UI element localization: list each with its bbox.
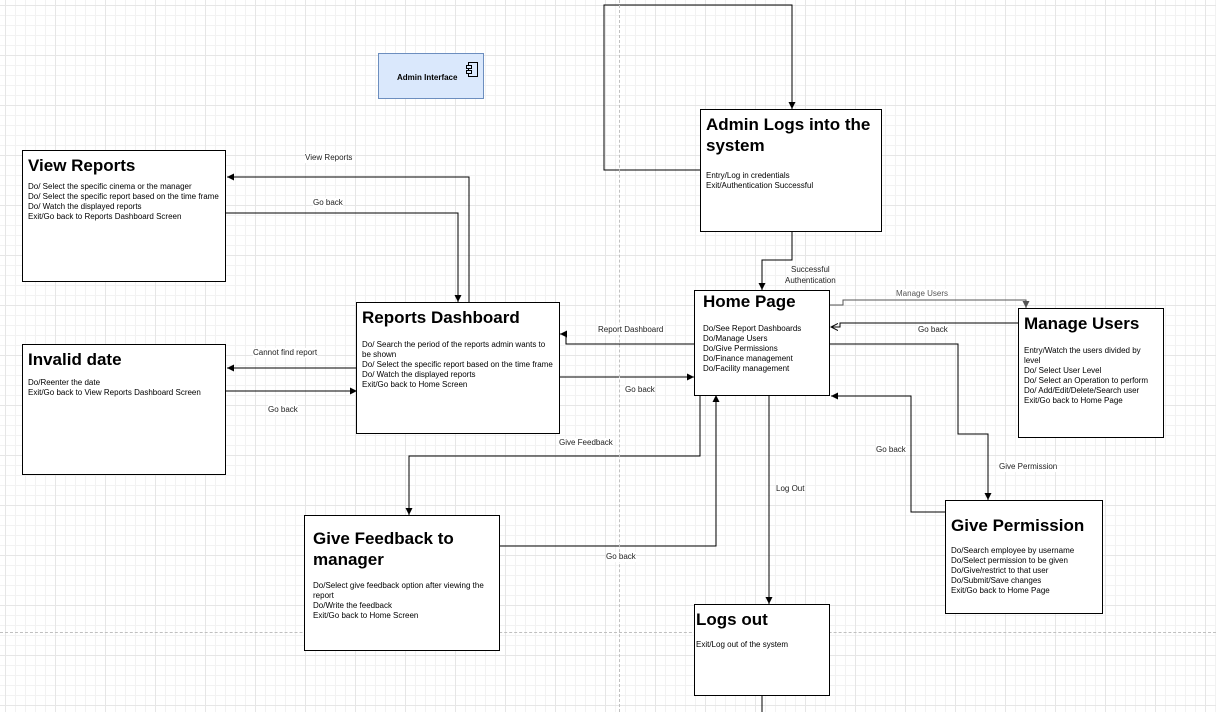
edge-label-manage-users: Manage Users xyxy=(896,289,949,299)
state-line: Entry/Watch the users divided by level xyxy=(1024,346,1141,366)
edge-label-go-back-permission: Go back xyxy=(876,445,906,455)
edge-give-permission xyxy=(830,343,992,500)
component-icon xyxy=(466,62,478,77)
state-line: Do/ Search the period of the reports adm… xyxy=(362,340,546,360)
state-title: Invalid date xyxy=(28,350,122,369)
state-line: Do/Select permission to be given xyxy=(951,556,1068,566)
state-manage-users[interactable]: Manage Users Entry/Watch the users divid… xyxy=(1018,308,1164,438)
edge-go-back-manage xyxy=(831,322,1018,327)
edge-label-authentication: Authentication xyxy=(785,276,836,285)
state-line: Do/ Watch the displayed reports xyxy=(28,202,142,212)
state-title: Reports Dashboard xyxy=(362,308,520,327)
state-reports-dashboard[interactable]: Reports Dashboard Do/ Search the period … xyxy=(356,302,560,434)
edge-label-cannot-find-report: Cannot find report xyxy=(253,348,318,358)
state-title: Logs out xyxy=(696,610,768,629)
state-line: Exit/Log out of the system xyxy=(696,640,789,650)
state-line: Do/ Select the specific cinema or the ma… xyxy=(28,182,192,192)
edge-label-log-out: Log Out xyxy=(776,484,805,494)
edge-manage-users xyxy=(830,299,1030,308)
edge-label-report-dashboard: Report Dashboard xyxy=(598,325,664,335)
state-line: Do/Manage Users xyxy=(703,334,768,344)
state-line: Do/ Select the specific report based on … xyxy=(28,192,219,202)
edge-label-view-reports: View Reports xyxy=(305,153,353,163)
state-line: Entry/Log in credentials xyxy=(706,170,790,180)
state-line: Exit/Go back to View Reports Dashboard S… xyxy=(28,388,201,398)
state-home-page[interactable]: Home Page Do/See Report Dashboards Do/Ma… xyxy=(694,290,830,396)
edge-label-go-back-reports: Go back xyxy=(313,198,343,208)
state-invalid-date[interactable]: Invalid date Do/Reenter the date Exit/Go… xyxy=(22,344,226,475)
state-line: Do/Finance management xyxy=(703,354,793,364)
edge-label-go-back-manage: Go back xyxy=(918,325,948,335)
edge-go-back-reports xyxy=(226,212,462,302)
state-line: Do/ Select User Level xyxy=(1024,366,1102,376)
state-line: Do/Reenter the date xyxy=(28,378,101,388)
state-line: Exit/Go back to Home Page xyxy=(1024,396,1123,406)
edge-label-go-back-dashboard: Go back xyxy=(625,385,655,395)
edge-label-give-feedback: Give Feedback xyxy=(559,438,613,448)
state-line: Exit/Go back to Home Page xyxy=(951,586,1050,596)
state-line: Do/ Select the specific report based on … xyxy=(362,360,553,370)
page-break-horizontal xyxy=(0,632,1216,633)
state-line: Exit/Go back to Home Screen xyxy=(362,380,468,390)
edge-give-feedback xyxy=(405,396,701,515)
edge-label-go-back-feedback: Go back xyxy=(606,552,636,562)
state-line: Do/Select give feedback option after vie… xyxy=(313,580,484,600)
state-title: Admin Logs into the system xyxy=(706,115,871,156)
state-line: Do/Give Permissions xyxy=(703,344,778,354)
edge-view-reports xyxy=(227,173,470,302)
state-view-reports[interactable]: View Reports Do/ Select the specific cin… xyxy=(22,150,226,282)
state-title: View Reports xyxy=(28,156,136,175)
state-line: Do/Give/restrict to that user xyxy=(951,566,1049,576)
state-admin-logs-into-system[interactable]: Admin Logs into the system Entry/Log in … xyxy=(700,109,882,232)
state-line: Exit/Go back to Home Screen xyxy=(313,610,419,620)
edge-report-dashboard xyxy=(560,330,694,345)
state-line: Do/Facility management xyxy=(703,364,790,374)
state-title: Give Feedback to manager xyxy=(313,529,454,570)
edge-successful-authentication xyxy=(758,232,793,290)
state-line: Do/ Add/Edit/Delete/Search user xyxy=(1024,386,1140,396)
admin-interface-label: Admin Interface xyxy=(397,73,458,82)
state-line: Do/ Select an Operation to perform xyxy=(1024,376,1149,386)
state-line: Do/Write the feedback xyxy=(313,600,393,610)
edge-login-loop xyxy=(603,4,796,171)
state-give-feedback-to-manager[interactable]: Give Feedback to manager Do/Select give … xyxy=(304,515,500,651)
edge-go-back-permission xyxy=(831,392,945,513)
state-line: Do/See Report Dashboards xyxy=(703,324,802,334)
edge-label-go-back-invalid: Go back xyxy=(268,405,298,415)
state-title: Home Page xyxy=(703,292,796,311)
state-line: Exit/Go back to Reports Dashboard Screen xyxy=(28,212,182,222)
state-line: Do/Search employee by username xyxy=(951,546,1075,556)
edge-label-successful: Successful xyxy=(791,265,830,274)
edge-go-back-feedback xyxy=(500,395,720,547)
state-logs-out[interactable]: Logs out Exit/Log out of the system xyxy=(694,604,830,696)
state-give-permission[interactable]: Give Permission Do/Search employee by us… xyxy=(945,500,1103,614)
state-title: Give Permission xyxy=(951,516,1085,535)
state-title: Manage Users xyxy=(1024,314,1140,333)
state-line: Exit/Authentication Successful xyxy=(706,180,814,190)
page-break-vertical xyxy=(619,0,620,712)
state-line: Do/ Watch the displayed reports xyxy=(362,370,476,380)
admin-interface-component[interactable]: Admin Interface xyxy=(378,53,484,99)
state-line: Do/Submit/Save changes xyxy=(951,576,1042,586)
edge-label-give-permission: Give Permission xyxy=(999,462,1058,472)
